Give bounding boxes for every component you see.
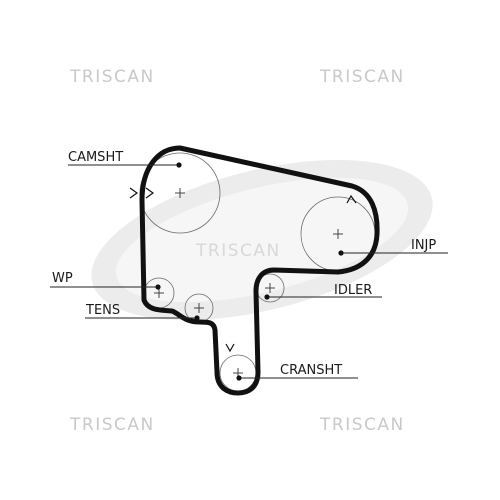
gates-logo-watermark — [91, 159, 433, 321]
direction-arrow-icon — [225, 343, 235, 353]
timing-belt — [139, 145, 380, 396]
leader-water-pump — [50, 284, 161, 290]
leader-crankshaft — [236, 375, 358, 381]
watermark-center: TRISCAN — [195, 241, 281, 261]
watermark-top-right: TRISCAN — [319, 67, 405, 87]
label-water-pump: WP — [52, 271, 73, 286]
label-tensioner: TENS — [85, 303, 120, 318]
label-injection-pump: INJP — [411, 238, 436, 253]
direction-arrow-icon — [145, 187, 155, 199]
label-crankshaft: CRANSHT — [280, 363, 342, 378]
watermark-top-left: TRISCAN — [69, 67, 155, 87]
leader-tensioner — [85, 315, 200, 321]
direction-arrow-icon — [129, 187, 139, 199]
leader-camshaft — [68, 162, 182, 168]
crankshaft-pulley — [219, 354, 257, 392]
label-camshaft: CAMSHT — [68, 150, 123, 165]
leader-injection-pump — [338, 250, 448, 256]
leader-idler — [264, 294, 382, 300]
watermark-bottom-left: TRISCAN — [69, 415, 155, 435]
direction-arrow-icon — [346, 194, 357, 204]
watermark-bottom-right: TRISCAN — [319, 415, 405, 435]
label-idler: IDLER — [334, 283, 372, 298]
